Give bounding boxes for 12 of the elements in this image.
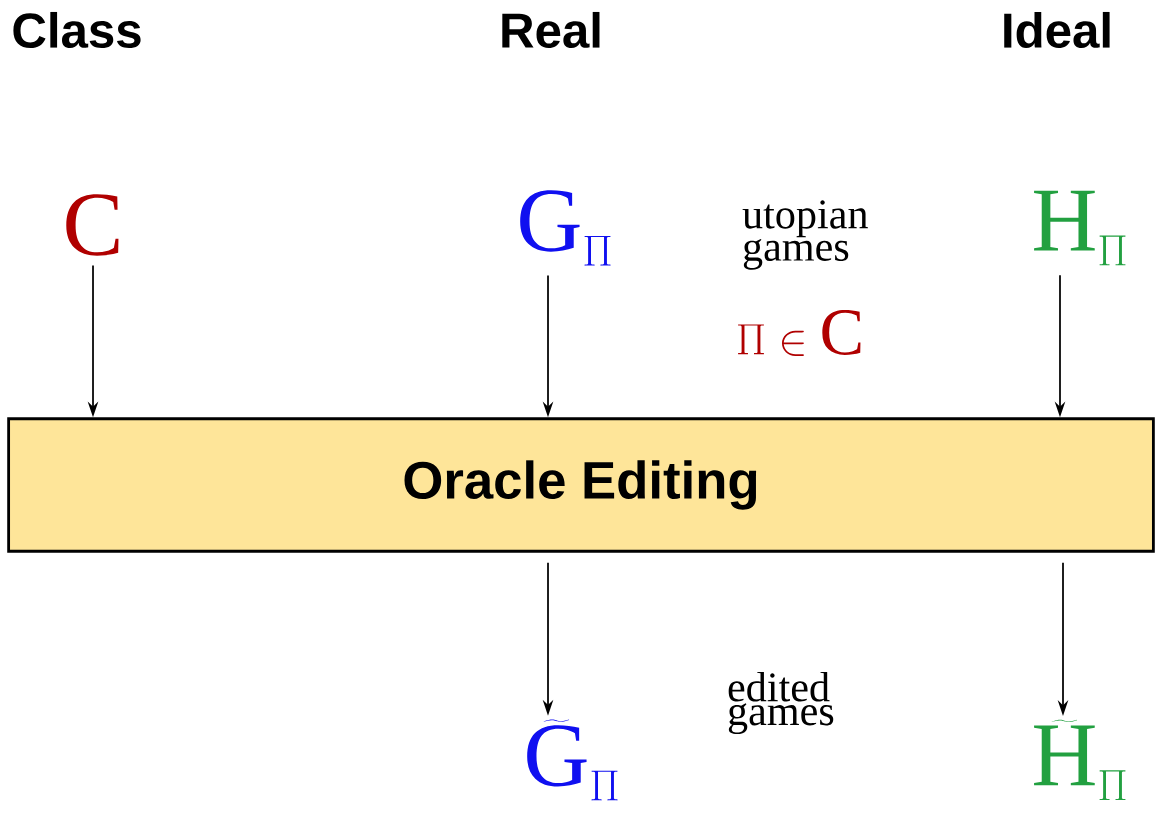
math-symbol: $\widetilde{\mathrm{G}}_{\Pi}$ — [527, 719, 618, 801]
column-heading: Class — [13, 11, 141, 49]
annotation-text: edited games — [728, 671, 834, 735]
math-symbol: $\mathrm{H}_{\Pi}$ — [1034, 190, 1126, 266]
column-heading: Ideal — [1004, 11, 1110, 49]
math-symbol: $\widetilde{\mathrm{H}}_{\Pi}$ — [1034, 719, 1126, 801]
condition-formula: $\Pi \in \mathrm{C}$ — [738, 310, 861, 356]
math-symbol: $\mathrm{C}$ — [66, 194, 119, 256]
annotation-text: utopian games — [742, 200, 868, 270]
math-symbol: $\mathrm{G}_{\Pi}$ — [520, 190, 611, 266]
process-box: Oracle Editing — [7, 417, 1155, 553]
column-heading: Real — [502, 11, 600, 49]
